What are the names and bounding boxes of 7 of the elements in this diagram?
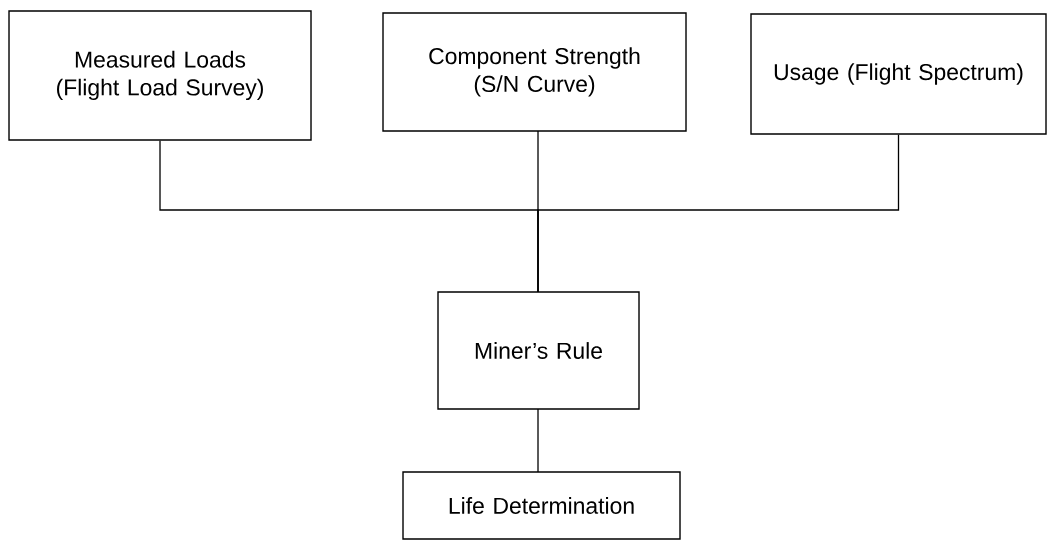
process-box: Life Determination [402,471,681,540]
connector-line [537,408,539,473]
process-box: Measured Loads (Flight Load Survey) [8,10,312,141]
process-box: Miner’s Rule [437,291,640,410]
process-box: Component Strength (S/N Curve) [382,12,687,132]
process-box: Usage (Flight Spectrum) [750,13,1047,135]
connector-line [537,134,900,293]
